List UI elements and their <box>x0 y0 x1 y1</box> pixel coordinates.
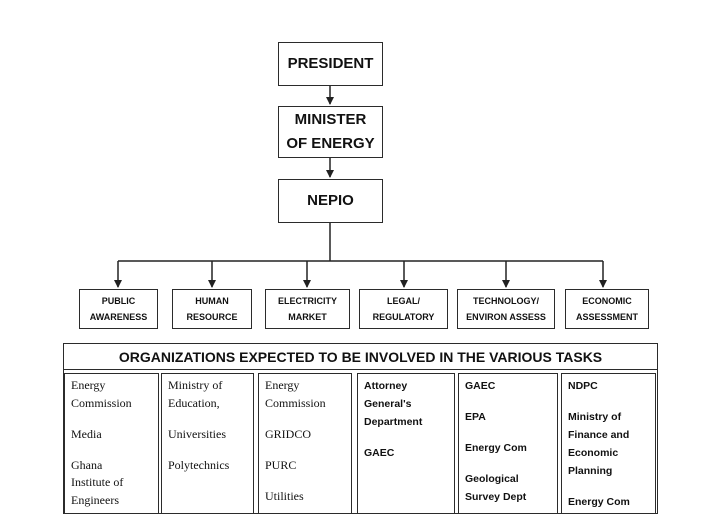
org-item: Media <box>71 426 102 441</box>
org-column-legal-regulatory: Attorney General's Department GAEC <box>357 373 455 513</box>
org-column-economic-assessment: NDPC Ministry of Finance and Economic Pl… <box>561 373 656 513</box>
task-label-line1: PUBLIC <box>101 296 136 306</box>
org-item: GAEC <box>465 380 496 392</box>
org-item: GRIDCO <box>265 426 312 441</box>
org-item: Energy Commission <box>71 378 132 410</box>
org-item: Attorney General's Department <box>364 380 423 428</box>
org-item: Ghana Institute of Engineers <box>71 457 124 507</box>
president-box: PRESIDENT <box>278 42 383 86</box>
task-public-awareness: PUBLIC AWARENESS <box>79 289 158 329</box>
nepio-box: NEPIO <box>278 179 383 223</box>
org-item: Ministry of Finance and Economic Plannin… <box>568 411 630 477</box>
org-item: Polytechnics <box>168 457 230 472</box>
org-item: NDPC <box>568 380 598 392</box>
org-item: Energy Commission <box>265 378 326 410</box>
task-label-line2: ASSESSMENT <box>575 312 638 322</box>
task-label-line2: REGULATORY <box>372 312 435 322</box>
task-label-line1: HUMAN <box>195 296 229 306</box>
org-item: GAEC <box>364 447 395 459</box>
task-technology-environ-assess: TECHNOLOGY/ ENVIRON ASSESS <box>457 289 555 329</box>
president-label: PRESIDENT <box>287 55 374 72</box>
org-item: PURC <box>265 457 297 472</box>
org-item: Utilities <box>265 488 304 503</box>
org-column-public-awareness: Energy Commission Media Ghana Institute … <box>64 373 159 513</box>
org-item: Energy Com <box>465 442 527 454</box>
organizations-header: ORGANIZATIONS EXPECTED TO BE INVOLVED IN… <box>64 344 657 370</box>
task-human-resource: HUMAN RESOURCE <box>172 289 252 329</box>
task-label-line2: MARKET <box>288 312 327 322</box>
task-label-line1: LEGAL/ <box>387 296 420 306</box>
task-electricity-market: ELECTRICITY MARKET <box>265 289 350 329</box>
task-legal-regulatory: LEGAL/ REGULATORY <box>359 289 448 329</box>
task-label-line1: ELECTRICITY <box>277 296 337 306</box>
org-item: Universities <box>168 426 226 441</box>
org-column-human-resource: Ministry of Education, Universities Poly… <box>161 373 254 513</box>
task-label-line2: ENVIRON ASSESS <box>466 312 546 322</box>
nepio-label: NEPIO <box>307 192 354 209</box>
organizations-table: ORGANIZATIONS EXPECTED TO BE INVOLVED IN… <box>63 343 658 514</box>
org-item: Ministry of Education, <box>168 378 223 410</box>
task-label-line2: AWARENESS <box>89 312 148 322</box>
minister-of-energy-box: MINISTER OF ENERGY <box>278 106 383 158</box>
org-item: EPA <box>465 411 486 423</box>
org-item: Geological Survey Dept <box>465 473 527 503</box>
minister-label-line1: MINISTER <box>294 111 367 128</box>
org-column-technology-environ-assess: GAEC EPA Energy Com Geological Survey De… <box>458 373 558 513</box>
task-economic-assessment: ECONOMIC ASSESSMENT <box>565 289 649 329</box>
task-label-line1: ECONOMIC <box>582 296 632 306</box>
task-label-line1: TECHNOLOGY/ <box>472 296 539 306</box>
org-column-electricity-market: Energy Commission GRIDCO PURC Utilities <box>258 373 352 513</box>
minister-label-line2: OF ENERGY <box>286 135 375 152</box>
task-label-line2: RESOURCE <box>186 312 238 322</box>
org-item: Energy Com <box>568 496 630 508</box>
